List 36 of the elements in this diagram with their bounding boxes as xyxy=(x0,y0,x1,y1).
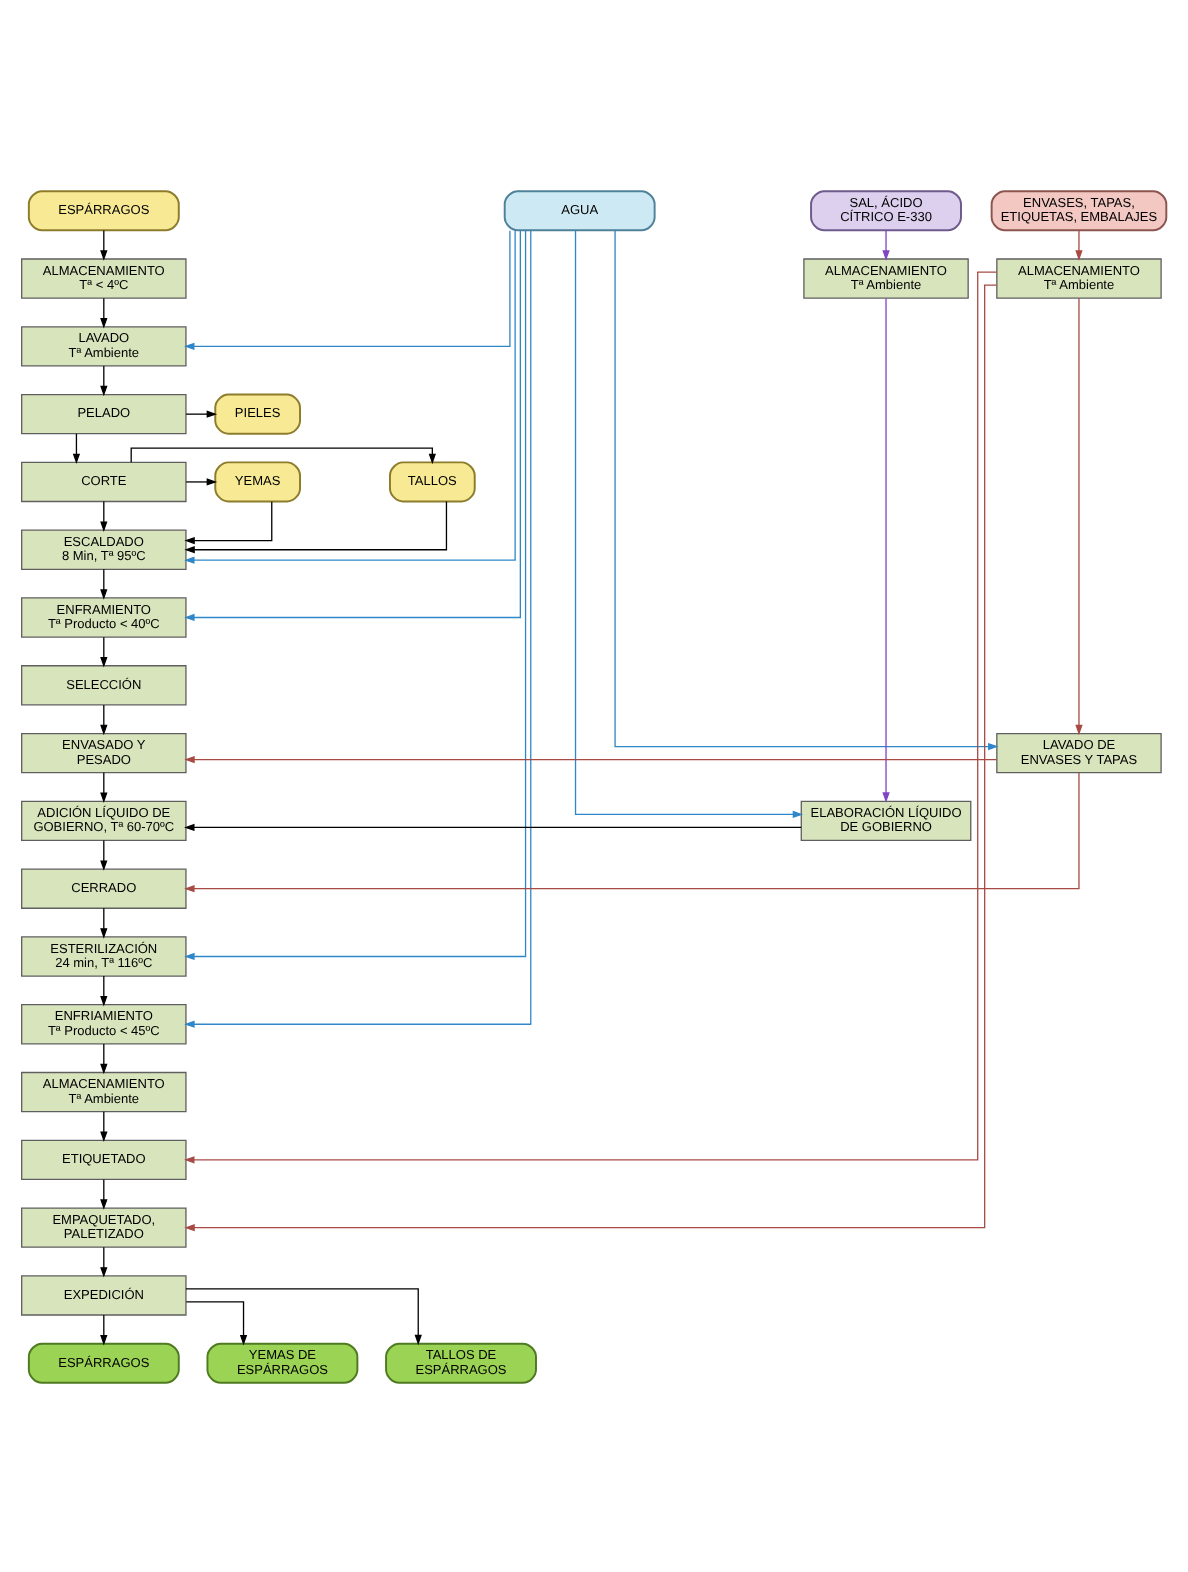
arrow xyxy=(100,296,108,328)
arrow xyxy=(130,446,436,464)
arrow xyxy=(184,822,802,831)
arrow xyxy=(1075,296,1083,735)
arrow xyxy=(184,754,998,763)
arrow xyxy=(100,499,108,531)
arrow xyxy=(185,409,218,417)
arrow xyxy=(614,228,999,750)
arrow xyxy=(100,635,108,667)
arrow xyxy=(184,771,1080,892)
arrow xyxy=(100,364,108,396)
arrow xyxy=(185,477,218,485)
arrow xyxy=(185,1287,422,1345)
arrow xyxy=(100,906,108,938)
arrow xyxy=(100,838,108,870)
arrow xyxy=(185,1300,248,1345)
arrow xyxy=(100,228,108,260)
arrow xyxy=(100,1177,108,1209)
arrow xyxy=(72,432,81,464)
arrow xyxy=(882,296,890,802)
arrow xyxy=(100,1313,108,1345)
arrow xyxy=(100,974,108,1006)
arrow xyxy=(184,228,516,563)
arrow xyxy=(882,228,890,260)
arrow xyxy=(184,228,521,621)
arrow xyxy=(100,771,108,803)
arrow xyxy=(184,500,273,544)
arrow xyxy=(100,703,108,735)
arrow xyxy=(184,499,448,553)
arrow xyxy=(100,1110,108,1141)
arrow xyxy=(100,1245,108,1277)
arrow xyxy=(100,1042,108,1074)
arrow xyxy=(1075,228,1083,260)
arrow xyxy=(100,567,108,599)
arrow xyxy=(184,229,511,349)
arrow xyxy=(574,228,804,818)
